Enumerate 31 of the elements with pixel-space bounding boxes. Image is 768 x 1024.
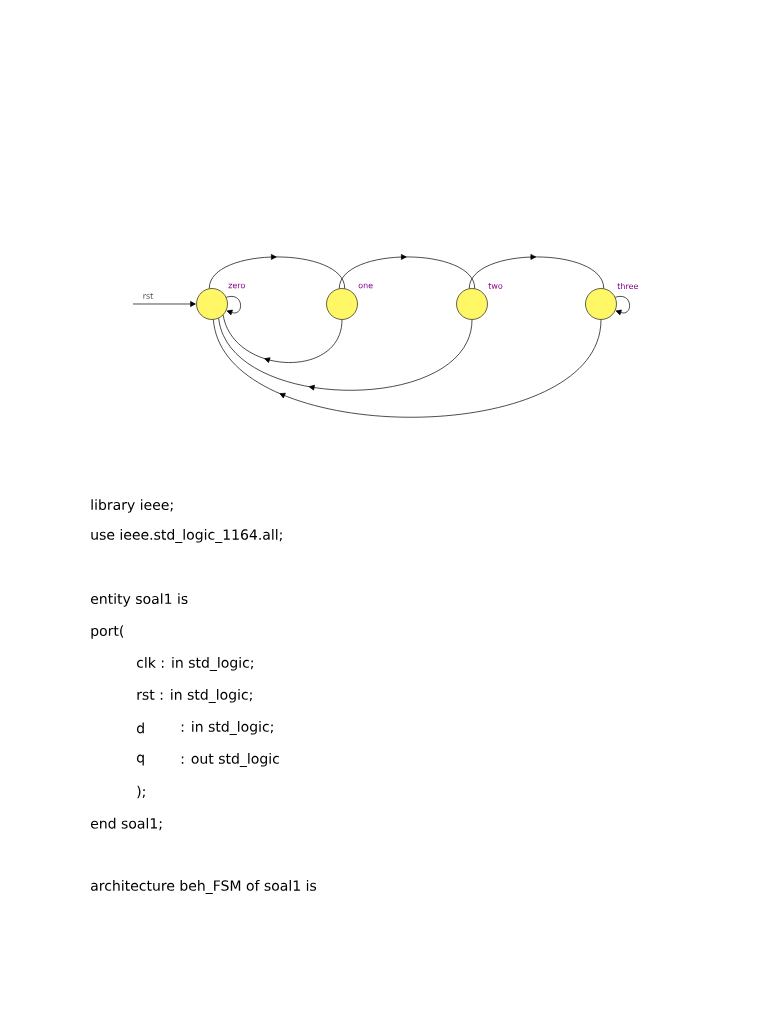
code-line: port(	[91, 625, 124, 639]
code-line: use ieee.std_logic_1164.all;	[91, 529, 282, 543]
code-line: q	[136, 754, 144, 766]
state-label: two	[488, 283, 503, 289]
arrow	[225, 296, 241, 316]
state-label: three	[617, 282, 638, 290]
state-label: one	[358, 283, 373, 289]
state-circle	[456, 288, 488, 320]
arrow	[132, 301, 196, 307]
code-line: rst : in std_logic;	[137, 689, 252, 703]
edge-label: rst	[143, 293, 154, 299]
state-circle	[585, 288, 617, 320]
code-line: );	[137, 785, 145, 799]
code-line: entity soal1 is	[90, 593, 188, 607]
arrow	[338, 254, 476, 289]
arrow	[222, 314, 343, 363]
arrow	[615, 296, 630, 316]
arrow	[213, 319, 602, 418]
code-line: : in std_logic;	[181, 721, 273, 735]
state-label: zero	[228, 283, 245, 289]
arrow	[468, 254, 605, 289]
code-line: clk : in std_logic;	[136, 657, 253, 671]
state-circle	[196, 288, 228, 320]
arrow	[208, 254, 346, 289]
code-line: end soal1;	[90, 817, 162, 831]
state-circle	[326, 288, 358, 320]
code-line: : out std_logic	[181, 753, 279, 767]
arrow	[218, 317, 473, 391]
code-line: library ieee;	[91, 499, 173, 513]
code-line: architecture beh_FSM of soal1 is	[91, 880, 317, 894]
code-line: d	[136, 722, 144, 734]
